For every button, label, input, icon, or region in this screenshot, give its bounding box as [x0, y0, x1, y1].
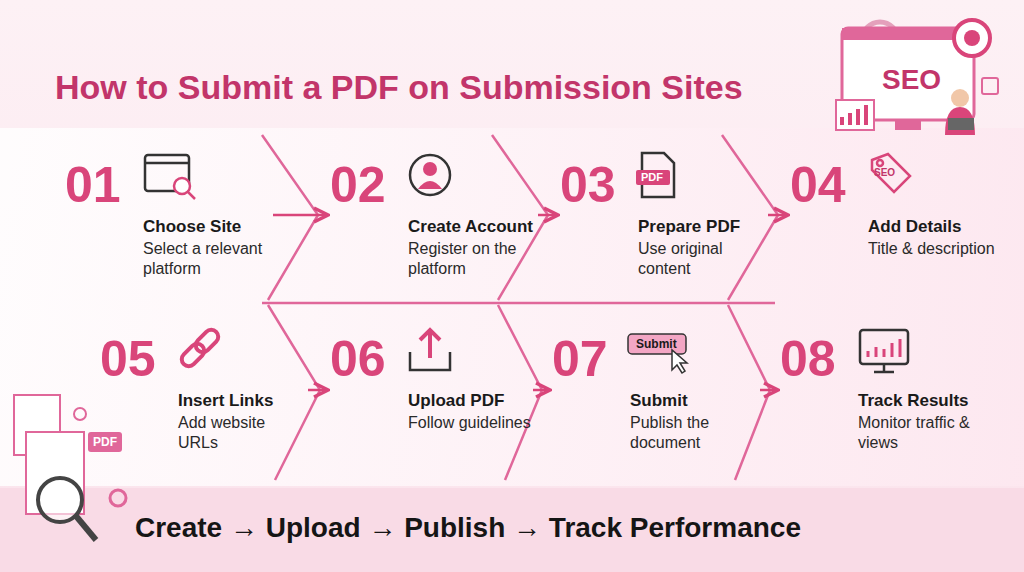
pdf-icon-text: PDF — [641, 172, 663, 183]
step-description: Monitor traffic & views — [858, 413, 986, 453]
step-text: Choose SiteSelect a relevant platform — [143, 148, 271, 279]
link-icon — [179, 327, 221, 369]
step-heading: Choose Site — [143, 216, 271, 237]
gear — [74, 408, 86, 420]
step-description: Publish the document — [630, 413, 758, 453]
bottom-band — [0, 488, 1024, 572]
step-description: Select a relevant platform — [143, 239, 271, 279]
row-divider — [262, 302, 775, 305]
gear — [110, 490, 126, 506]
submit-button-icon — [628, 334, 687, 373]
person-head — [951, 89, 969, 107]
browser-icon — [145, 155, 195, 199]
step-heading: Submit — [630, 390, 758, 411]
step-description: Add website URLs — [178, 413, 306, 453]
step-text: Add DetailsTitle & description — [868, 148, 995, 259]
step-card: 06Upload PDFFollow guidelines — [330, 322, 531, 438]
step-arrow — [538, 214, 558, 217]
step-text: SubmitPublish the document — [630, 322, 758, 453]
check-box — [982, 78, 998, 94]
tag-icon — [872, 154, 910, 192]
pdf-tag-text: PDF — [93, 436, 117, 448]
step-number: 07 — [552, 334, 622, 384]
step-number: 04 — [790, 160, 860, 210]
step-description: Use original content — [638, 239, 766, 279]
upload-icon — [410, 330, 450, 370]
step-text: Prepare PDFUse original content — [638, 148, 766, 279]
seo-tag-text: SEO — [874, 168, 895, 178]
magnifier-handle — [76, 516, 96, 540]
step-number: 05 — [100, 334, 170, 384]
step-card: 03Prepare PDFUse original content — [560, 148, 766, 284]
seo-heading: SEO — [882, 66, 941, 94]
step-number: 08 — [780, 334, 850, 384]
step-card: 07SubmitPublish the document — [552, 322, 758, 458]
step-arrow — [768, 214, 788, 217]
seo-illustration — [836, 20, 998, 135]
docs-illustration — [14, 395, 126, 540]
pdf-tag — [88, 432, 122, 452]
step-description: Title & description — [868, 239, 995, 259]
title: How to Submit a PDF on Submission Sites — [55, 68, 743, 107]
step-card: 05Insert LinksAdd website URLs — [100, 322, 306, 458]
step-heading: Prepare PDF — [638, 216, 766, 237]
step-number: 06 — [330, 334, 400, 384]
step-description: Register on the platform — [408, 239, 536, 279]
step-arrow — [308, 389, 328, 392]
step-arrow — [760, 389, 778, 392]
step-arrow — [533, 389, 550, 392]
chevron — [728, 305, 770, 480]
account-icon — [410, 155, 450, 195]
step-card: 08Track ResultsMonitor traffic & views — [780, 322, 986, 458]
chevron — [268, 305, 320, 480]
step-card: 02Create AccountRegister on the platform — [330, 148, 536, 284]
step-description: Follow guidelines — [408, 413, 531, 433]
target — [954, 20, 990, 56]
step-text: Create AccountRegister on the platform — [408, 148, 536, 279]
step-heading: Upload PDF — [408, 390, 531, 411]
step-heading: Create Account — [408, 216, 536, 237]
chevron — [498, 305, 542, 480]
step-text: Insert LinksAdd website URLs — [178, 322, 306, 453]
chevron — [262, 135, 318, 300]
caption: Create → Upload → Publish → Track Perfor… — [135, 512, 801, 544]
step-heading: Add Details — [868, 216, 995, 237]
target-center — [964, 30, 980, 46]
laptop — [948, 118, 974, 130]
step-number: 03 — [560, 160, 630, 210]
step-heading: Insert Links — [178, 390, 306, 411]
pdf-file-icon — [636, 153, 674, 197]
person-body — [945, 107, 975, 135]
step-text: Upload PDFFollow guidelines — [408, 322, 531, 433]
chart-bars — [842, 105, 866, 125]
step-number: 02 — [330, 160, 400, 210]
step-text: Track ResultsMonitor traffic & views — [858, 322, 986, 453]
step-card: 01Choose SiteSelect a relevant platform — [65, 148, 271, 284]
magnifier — [38, 478, 82, 522]
chart-card — [836, 100, 874, 130]
steps-band — [0, 128, 1024, 486]
monitor-stand — [895, 120, 921, 130]
monitor-chart-icon — [860, 330, 908, 372]
step-card: 04Add DetailsTitle & description — [790, 148, 995, 264]
step-number: 01 — [65, 160, 135, 210]
chevron-dividers — [262, 135, 778, 480]
step-arrow — [273, 214, 328, 217]
step-heading: Track Results — [858, 390, 986, 411]
button-text: Submit — [636, 338, 677, 350]
